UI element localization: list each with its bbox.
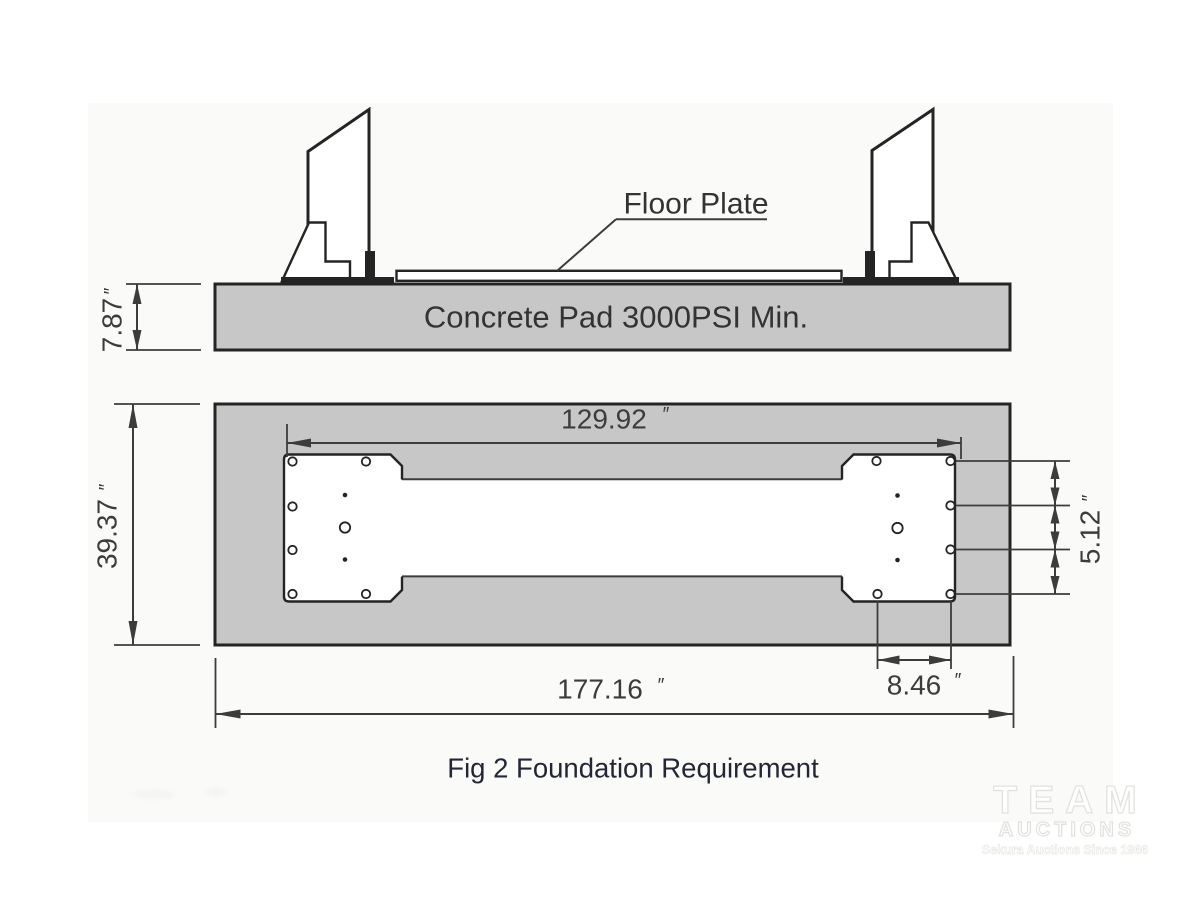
floor-plate — [395, 269, 843, 282]
side-view: Concrete Pad 3000PSI Min. Floor Plate 7.… — [97, 106, 1012, 353]
dimension-inner-span: 129.92 ″ — [286, 404, 962, 459]
dim-inner-span-unit: ″ — [663, 405, 670, 426]
bolt-hole — [945, 544, 956, 555]
bolt-hole — [360, 456, 372, 467]
scan-smudge — [206, 788, 226, 796]
runway-strip — [402, 480, 842, 576]
plan-view: 129.92 ″ 39.37 ″ 5.12 ″ — [92, 402, 1106, 728]
bolt-hole — [945, 500, 956, 511]
arrowhead — [1050, 576, 1060, 594]
watermark-tagline: Sekura Auctions Since 1966 — [981, 843, 1149, 857]
center-mark — [895, 557, 900, 563]
leader-line — [556, 218, 617, 272]
arrowhead-left — [877, 655, 900, 665]
center-hole — [891, 521, 904, 535]
bolt-hole — [287, 588, 298, 600]
arrowhead-left — [287, 438, 311, 448]
concrete-pad-label: Concrete Pad 3000PSI Min. — [424, 300, 808, 335]
arrowhead-right — [988, 709, 1014, 719]
center-hole — [338, 521, 352, 534]
bolt-hole — [360, 588, 372, 600]
arrowhead — [1050, 505, 1060, 524]
bolt-hole — [871, 455, 882, 467]
arrowhead-down — [132, 330, 142, 350]
bolt-hole — [287, 501, 298, 512]
watermark-brand-bottom: AUCTIONS — [998, 819, 1136, 841]
right-post-bracket — [865, 251, 875, 283]
dimension-bolt-row-spacing: 5.12 ″ — [956, 460, 1106, 595]
right-base-plate-holes — [871, 455, 956, 600]
concrete-pad-side — [213, 282, 1012, 352]
dim-bolt-row-spacing-unit: ″ — [1080, 494, 1101, 501]
center-mark — [895, 493, 900, 498]
dim-bolt-col-spacing-unit: ″ — [955, 671, 962, 692]
dim-pad-depth-value: 39.37 — [92, 499, 123, 569]
dim-pad-height-unit: ″ — [102, 287, 123, 294]
dim-inner-span-value: 129.92 — [561, 404, 647, 435]
watermark-brand-top: TEAM — [993, 779, 1148, 822]
dim-pad-width-unit: ″ — [658, 676, 665, 697]
bolt-hole — [287, 544, 298, 556]
dimension-pad-depth: 39.37 ″ — [92, 403, 200, 646]
left-post-baseplate — [281, 277, 394, 283]
dim-pad-height-value: 7.87 — [97, 298, 128, 353]
arrowhead-left — [215, 709, 241, 719]
left-base-plate-holes — [287, 456, 372, 600]
bolt-hole — [287, 456, 298, 467]
arrowhead — [1050, 487, 1060, 506]
dim-pad-depth-unit: ″ — [97, 483, 118, 490]
center-mark — [342, 557, 348, 562]
dim-bolt-row-spacing-value: 5.12 — [1075, 510, 1106, 565]
floor-plate-label: Floor Plate — [623, 188, 768, 221]
arrowhead-right — [937, 438, 961, 448]
scan-smudge — [133, 790, 175, 799]
dimension-bolt-col-spacing: 8.46 ″ — [876, 601, 962, 701]
arrowhead-up — [132, 284, 142, 304]
dim-bolt-col-spacing-value: 8.46 — [887, 670, 942, 701]
bolt-hole — [872, 588, 883, 600]
arrowhead — [1050, 531, 1060, 550]
floor-plate-callout: Floor Plate — [556, 188, 769, 272]
arrowhead-right — [929, 655, 951, 665]
right-post-baseplate — [843, 277, 959, 283]
arrowhead-up — [128, 404, 138, 428]
left-post-bracket — [365, 251, 375, 283]
dim-pad-width-value: 177.16 — [557, 674, 643, 705]
dimension-pad-height: 7.87 ″ — [97, 283, 201, 353]
arrowhead — [1050, 549, 1060, 568]
center-mark — [342, 492, 348, 498]
arrowhead — [1050, 461, 1060, 479]
figure-caption: Fig 2 Foundation Requirement — [447, 753, 819, 784]
bolt-hole — [945, 455, 956, 467]
bolt-hole — [945, 588, 956, 600]
arrowhead-down — [128, 621, 138, 645]
dimension-pad-width: 177.16 ″ — [214, 656, 1015, 728]
watermark: TEAM AUCTIONS Sekura Auctions Since 1966 — [975, 779, 1155, 857]
